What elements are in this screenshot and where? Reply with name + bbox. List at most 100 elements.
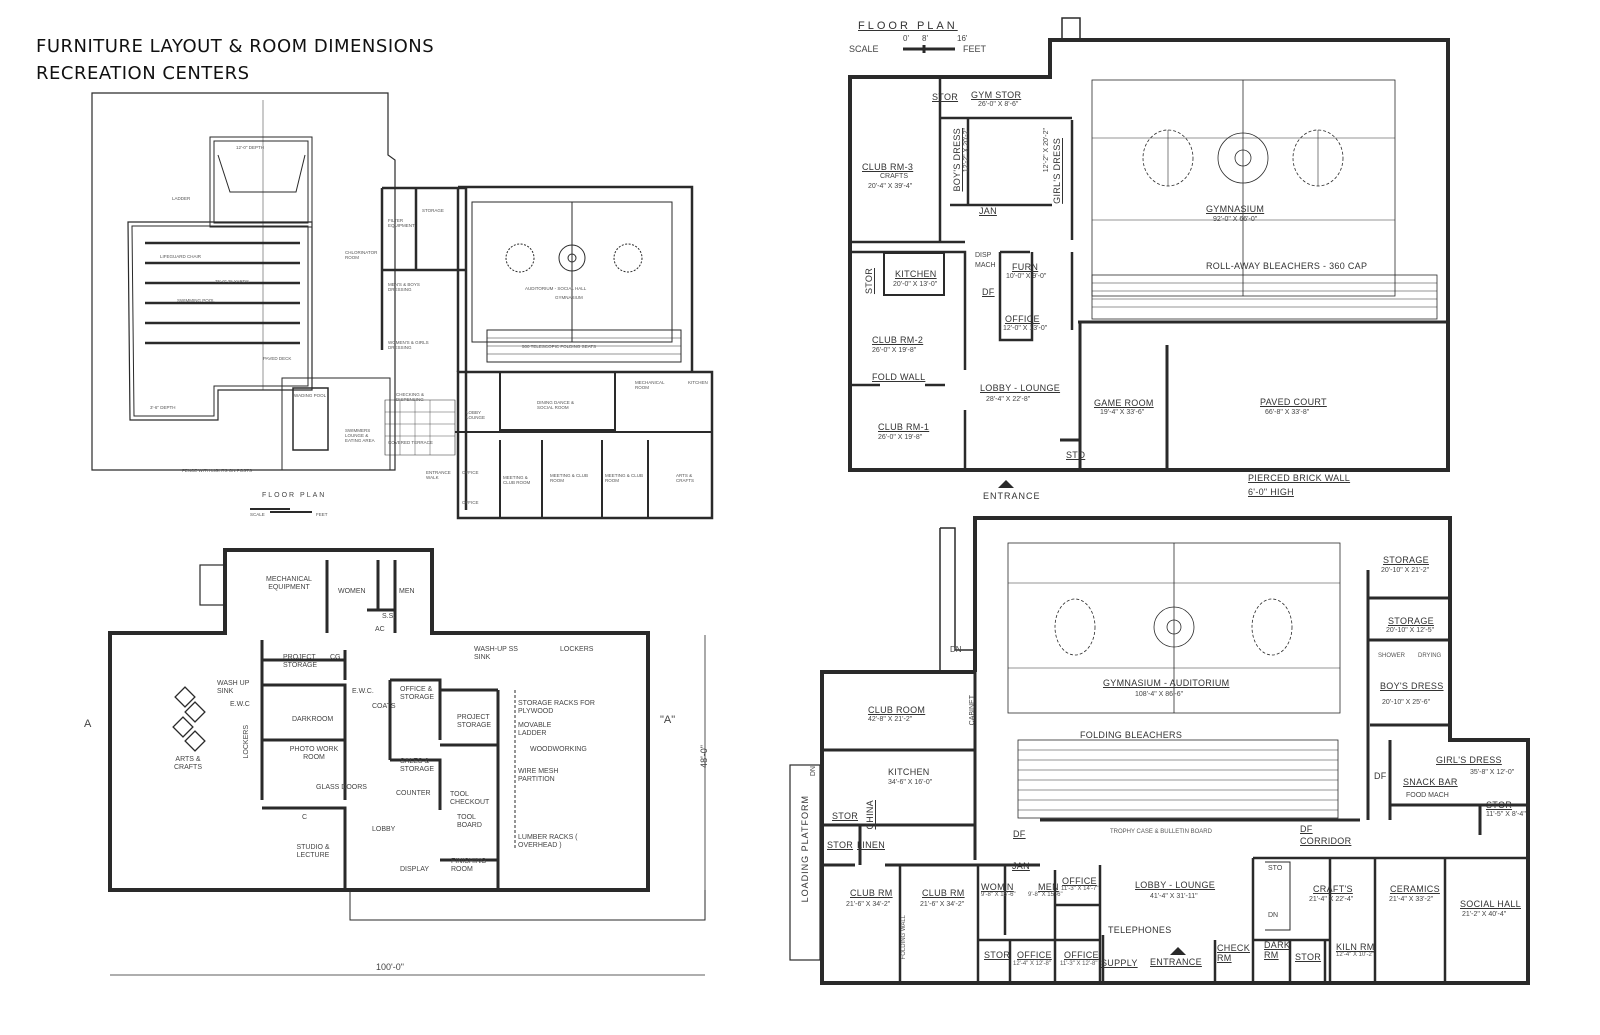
label-lockers-top: LOCKERS bbox=[560, 646, 594, 653]
room-jan-br: JAN bbox=[1012, 861, 1030, 871]
label-depth-2: 12'-0" DEPTH bbox=[236, 145, 264, 150]
label-entrance-walk: ENTRANCE WALK bbox=[426, 470, 451, 480]
plan-top-left bbox=[91, 92, 714, 520]
entrance-arrow-icon bbox=[998, 480, 1014, 488]
label-ss: S.S. bbox=[382, 613, 396, 620]
room-woodworking: WOODWORKING bbox=[530, 746, 587, 753]
room-kiln-rm: KILN RM bbox=[1336, 942, 1375, 952]
room-project-storage-1: PROJECT STORAGE bbox=[283, 654, 318, 669]
room-storage-1-dims: 20'-10" X 21'-2" bbox=[1381, 567, 1430, 574]
label-movable-ladder: MOVABLE LADDER bbox=[518, 722, 552, 737]
room-office: OFFICE bbox=[1005, 314, 1040, 324]
label-lifeguard: LIFEGUARD CHAIR bbox=[160, 254, 202, 259]
room-snack-bar: SNACK BAR bbox=[1403, 777, 1458, 787]
label-wading-pool: WADING POOL bbox=[294, 393, 327, 398]
label-wash-up-sink: WASH UP SINK bbox=[217, 680, 250, 695]
room-womn-dims: 9'-8" X 15'-6" bbox=[981, 892, 1016, 898]
label-pool-length: 75'-0" 25 YARDS bbox=[215, 279, 250, 284]
room-lobby-lounge-br: LOBBY - LOUNGE bbox=[1135, 880, 1216, 890]
room-gymnasium-auditorium: GYMNASIUM - AUDITORIUM bbox=[1103, 678, 1230, 688]
room-men-br-dims: 9'-8" X 15'-6" bbox=[1028, 892, 1063, 898]
label-corridor: CORRIDOR bbox=[1300, 836, 1352, 846]
room-supply: SUPPLY bbox=[1101, 958, 1138, 968]
label-dn-1: DN bbox=[950, 645, 962, 654]
entrance-arrow-icon-2 bbox=[1170, 947, 1186, 955]
label-meeting-1: MEETING & CLUB ROOM bbox=[503, 475, 531, 485]
label-pierced-brick-wall: PIERCED BRICK WALL bbox=[1248, 473, 1351, 483]
room-stor-2-br-dims: 11'-5" X 8'-4" bbox=[1486, 811, 1526, 818]
room-club-rm-a-dims: 21'-6" X 34'-2" bbox=[846, 901, 891, 908]
room-jan: JAN bbox=[979, 206, 997, 216]
room-storage-1: STORAGE bbox=[1383, 555, 1429, 565]
label-storage-racks: STORAGE RACKS FOR PLYWOOD bbox=[518, 700, 595, 715]
label-ewc-2: E.W.C. bbox=[352, 688, 374, 695]
room-storage-2-dims: 20'-10" X 12'-5" bbox=[1386, 627, 1435, 634]
label-fence: FENCE WITH LIGHTS ON POSTS bbox=[182, 468, 253, 473]
label-df-2: DF bbox=[1013, 829, 1026, 839]
room-furn-dims: 10'-0" X 9'-0" bbox=[1006, 273, 1047, 280]
label-loading-platform: LOADING PLATFORM bbox=[800, 795, 810, 903]
label-scale-8: 8' bbox=[922, 34, 928, 43]
room-studio-lecture: STUDIO & LECTURE bbox=[296, 844, 330, 859]
label-filter: FILTER EQUIPMENT bbox=[388, 218, 415, 228]
room-stor-1-br: STOR bbox=[832, 811, 859, 821]
room-office-3-br: OFFICE bbox=[1064, 950, 1099, 960]
room-club-rm-3-dims: 20'-4" X 39'-4" bbox=[868, 183, 913, 190]
label-dining: DINING DANCE & SOCIAL ROOM bbox=[537, 400, 575, 410]
label-roll-away-bleachers: ROLL-AWAY BLEACHERS - 360 CAP bbox=[1206, 261, 1368, 271]
room-stor-4-br: STOR bbox=[984, 950, 1011, 960]
room-storage-2: STORAGE bbox=[1388, 616, 1434, 626]
room-stor-2: STOR bbox=[864, 268, 874, 295]
label-glass-doors: GLASS DOORS bbox=[316, 784, 367, 791]
plan-bottom-left bbox=[108, 548, 706, 976]
label-seats: 500 TELESCOPIC FOLDING SEATS bbox=[522, 344, 597, 349]
label-depth-1: 3'-6" DEPTH bbox=[150, 405, 176, 410]
label-df: DF bbox=[982, 287, 995, 297]
label-df-3: DF bbox=[1300, 824, 1313, 834]
room-men: MEN bbox=[399, 588, 415, 595]
room-office-dims: 12'-0" X 13'-0" bbox=[1003, 325, 1048, 332]
room-boys-dress: BOY'S DRESS bbox=[952, 128, 962, 192]
room-mechanical-equipment: MECHANICAL EQUIPMENT bbox=[266, 576, 312, 591]
room-stor: STOR bbox=[932, 92, 959, 102]
label-tool-board: TOOL BOARD bbox=[457, 814, 482, 829]
room-club-rm-1: CLUB RM-1 bbox=[878, 422, 930, 432]
room-club-rm-b: CLUB RM bbox=[922, 888, 965, 898]
label-wash-up-ss-sink: WASH-UP SS SINK bbox=[474, 646, 518, 661]
label-fold-wall: FOLD WALL bbox=[872, 372, 926, 382]
room-club-room: CLUB ROOM bbox=[868, 705, 926, 715]
room-girls-dress-br-dims: 35'-8" X 12'-0" bbox=[1470, 769, 1515, 776]
label-floor-plan: FLOOR PLAN bbox=[858, 20, 958, 32]
label-entrance: ENTRANCE bbox=[983, 491, 1041, 501]
label-office-2: OFFICE bbox=[462, 500, 479, 505]
label-meeting-2: MEETING & CLUB ROOM bbox=[550, 473, 589, 483]
room-kitchen-br-dims: 34'-6" X 16'-0" bbox=[888, 779, 933, 786]
room-office-1-br-dims: 11'-3" X 14'-7" bbox=[1061, 886, 1099, 892]
label-gymnasium: GYMNASIUM bbox=[555, 295, 583, 300]
label-dim-100: 100'-0" bbox=[376, 962, 404, 972]
label-auditorium: AUDITORIUM - SOCIAL HALL bbox=[525, 286, 587, 291]
label-folding-bleachers: FOLDING BLEACHERS bbox=[1080, 730, 1183, 740]
room-boys-dress-br-dims: 20'-10" X 25'-6" bbox=[1382, 699, 1431, 706]
room-lobby-lounge-dims: 28'-4" X 22'-8" bbox=[986, 396, 1031, 403]
label-df-1: DF bbox=[1374, 771, 1387, 781]
label-storage: STORAGE bbox=[422, 208, 444, 213]
label-mens-dressing: MEN'S & BOYS DRESSING bbox=[388, 282, 420, 292]
room-arts-crafts: ARTS & CRAFTS bbox=[174, 756, 202, 771]
room-game-room-dims: 19'-4" X 33'-6" bbox=[1100, 409, 1145, 416]
room-social-hall: SOCIAL HALL bbox=[1460, 899, 1521, 909]
label-section-a: A bbox=[84, 718, 92, 730]
room-girls-dress-dims: 12'-2" X 20'-2" bbox=[1043, 128, 1050, 173]
room-finishing-room: FINISHING ROOM bbox=[451, 858, 487, 873]
label-c: C bbox=[302, 814, 308, 821]
room-gymnasium-auditorium-dims: 108'-4" X 86'-6" bbox=[1135, 691, 1184, 698]
room-display: DISPLAY bbox=[400, 866, 430, 873]
room-furn: FURN bbox=[1012, 262, 1039, 272]
room-gym-stor: GYM STOR bbox=[971, 90, 1022, 100]
sheet-subtitle: RECREATION CENTERS bbox=[36, 63, 250, 84]
label-scale-tl: SCALE bbox=[250, 512, 265, 517]
room-stor-3-br: STOR bbox=[827, 840, 854, 850]
label-swimming-pool: SWIMMING POOL bbox=[177, 298, 215, 303]
room-check-rm: CHECK RM bbox=[1217, 943, 1251, 963]
